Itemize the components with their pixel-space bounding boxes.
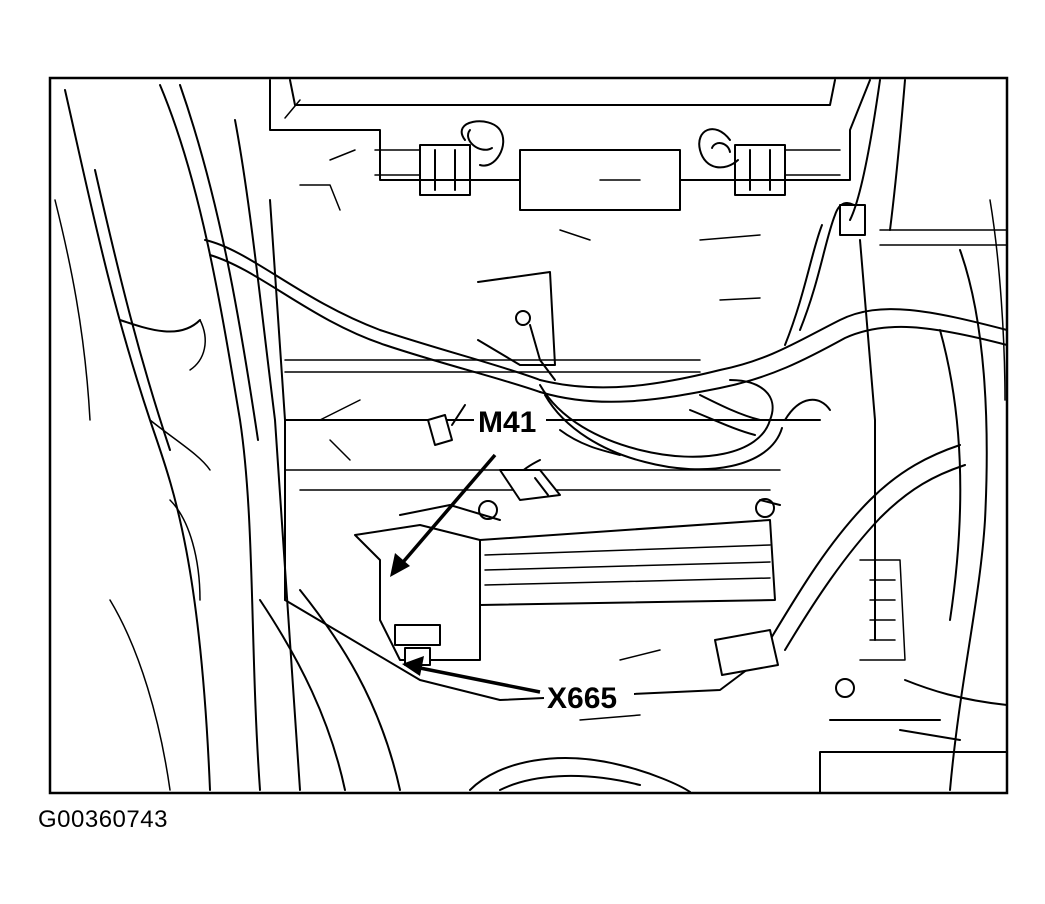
x665-leader-arrow — [402, 656, 541, 694]
x665-callout-label: X665 — [547, 682, 617, 715]
line-art — [54, 79, 1008, 794]
x665-label-background — [544, 680, 634, 714]
figure-id-label: G00360743 — [38, 806, 168, 833]
m41-leader-arrow — [390, 453, 497, 577]
m41-label-background — [474, 404, 546, 438]
m41-callout-label: M41 — [478, 406, 536, 439]
